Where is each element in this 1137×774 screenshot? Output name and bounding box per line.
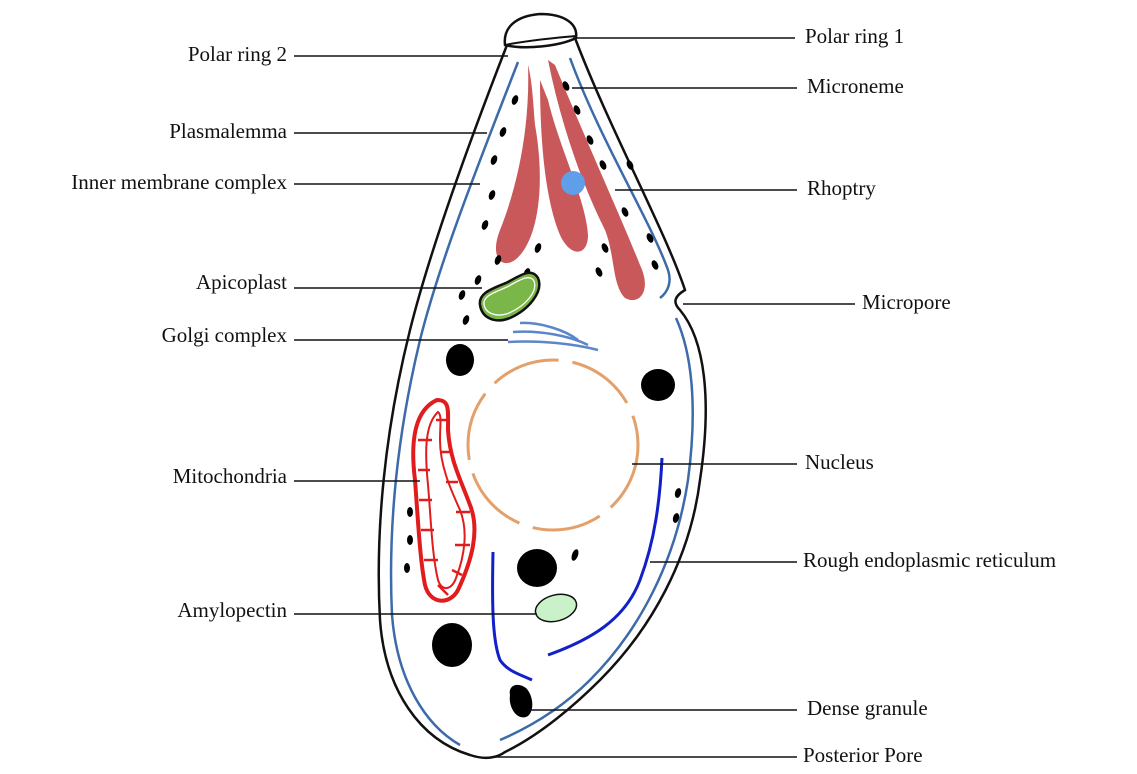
label-dense-granule: Dense granule — [807, 696, 928, 720]
label-golgi-complex: Golgi complex — [162, 323, 288, 347]
label-inner-membrane-complex: Inner membrane complex — [71, 170, 287, 194]
label-polar-ring-1: Polar ring 1 — [805, 24, 904, 48]
rhoptry-bulb — [561, 171, 585, 195]
label-rough-er: Rough endoplasmic reticulum — [803, 548, 1056, 572]
label-mitochondria: Mitochondria — [173, 464, 288, 488]
label-apicoplast: Apicoplast — [196, 270, 287, 294]
label-microneme: Microneme — [807, 74, 904, 98]
label-nucleus: Nucleus — [805, 450, 874, 474]
label-amylopectin: Amylopectin — [177, 598, 287, 622]
label-micropore: Micropore — [862, 290, 951, 314]
label-rhoptry: Rhoptry — [807, 176, 876, 200]
label-polar-ring-2: Polar ring 2 — [188, 42, 287, 66]
label-plasmalemma: Plasmalemma — [169, 119, 287, 143]
label-posterior-pore: Posterior Pore — [803, 743, 923, 767]
